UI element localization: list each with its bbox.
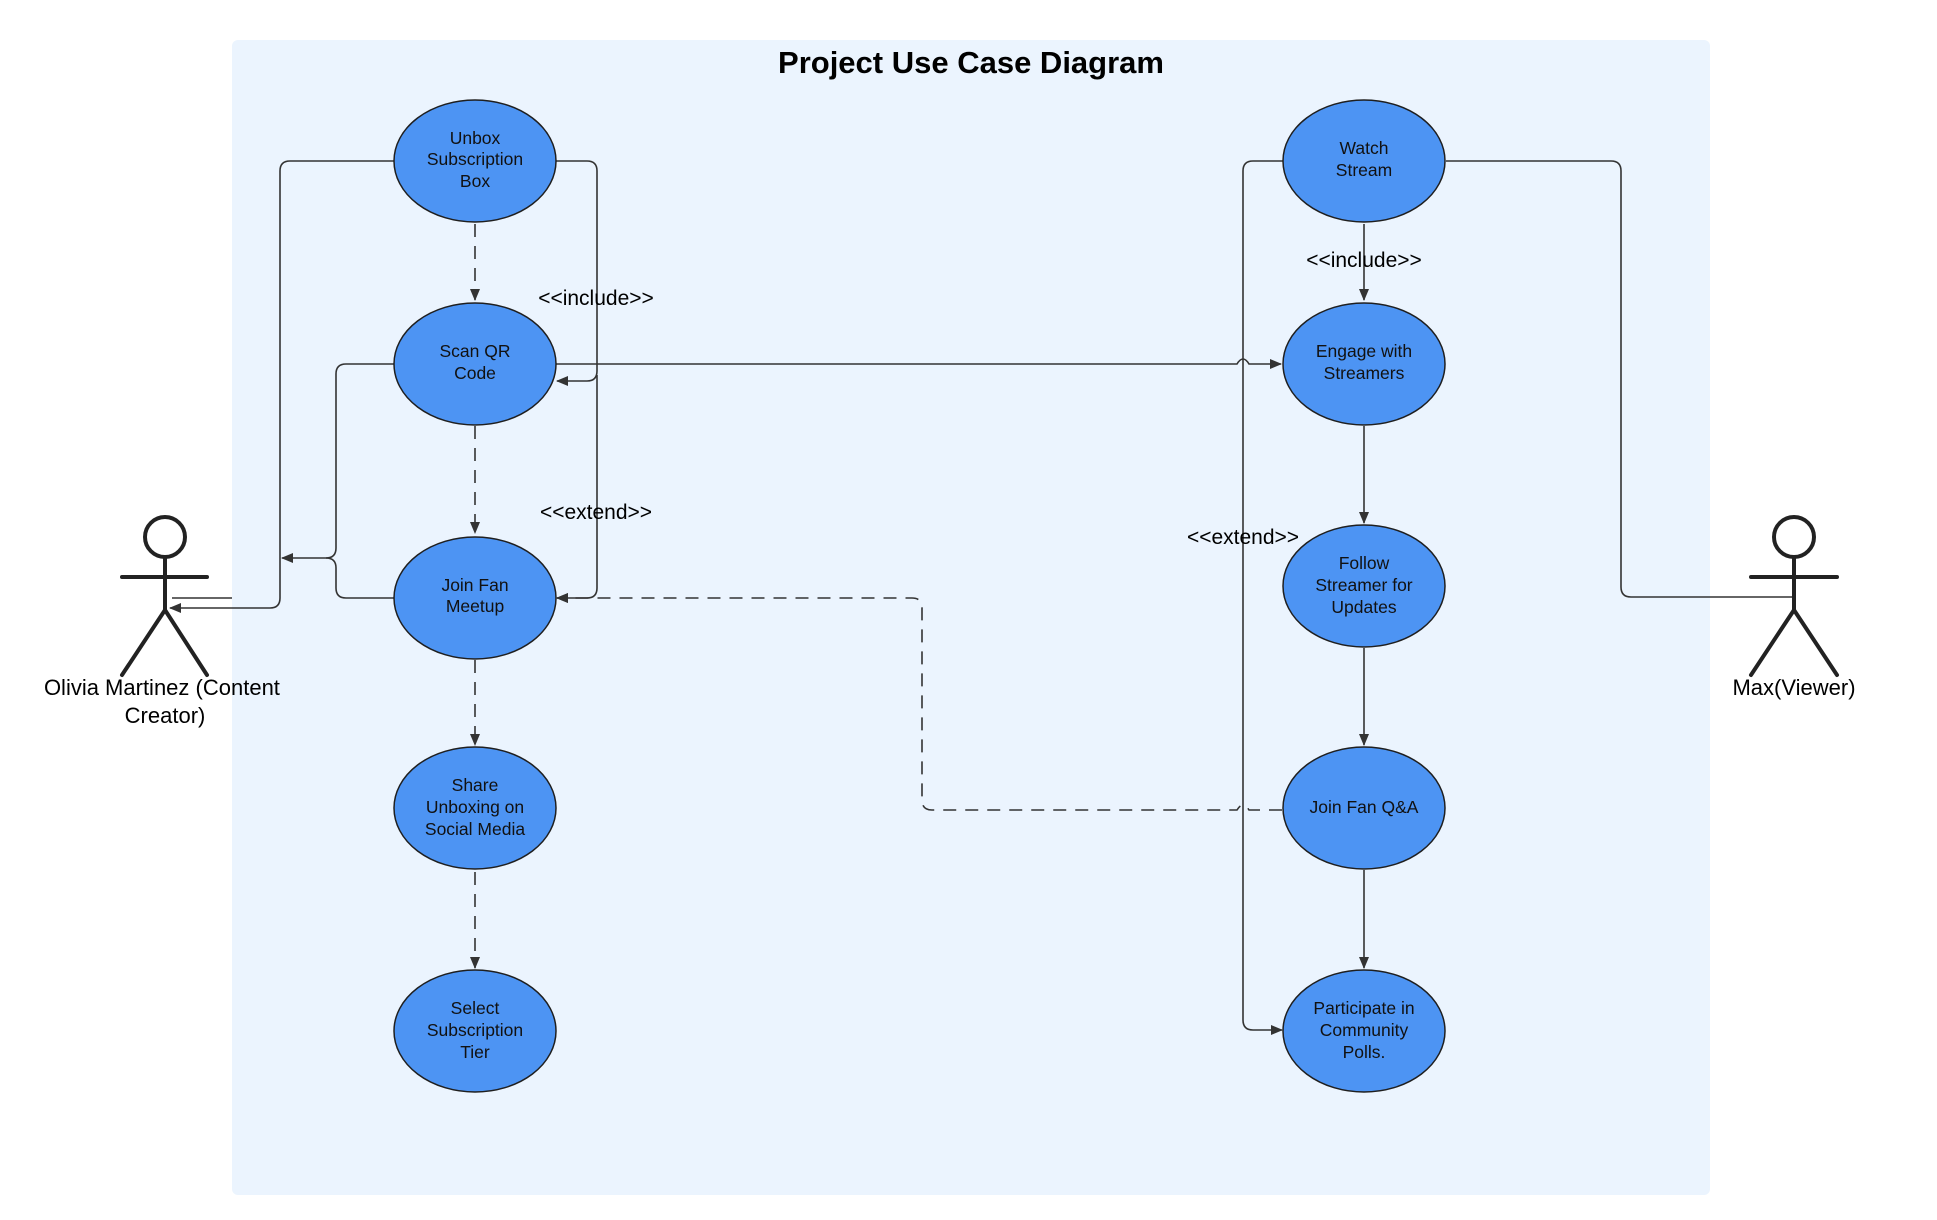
usecase-join-fan-qa[interactable]: Join Fan Q&A — [1282, 746, 1446, 870]
association-olivia-scan — [281, 363, 395, 563]
association-max-watch — [1446, 160, 1795, 598]
svg-text:Join Fan Q&A: Join Fan Q&A — [1310, 797, 1419, 817]
diagram-title: Project Use Case Diagram — [778, 45, 1164, 80]
extend-qa-meetup — [556, 593, 1282, 811]
extend-watch-polls — [1242, 160, 1283, 1035]
actor-max-icon[interactable] — [1749, 515, 1839, 677]
stereotype-extend-left: <<extend>> — [540, 501, 652, 524]
association-olivia-unbox — [169, 160, 395, 613]
actor-max-label: Max(Viewer) — [1732, 675, 1855, 700]
include-unbox-scan — [556, 160, 598, 386]
association-olivia-meetup — [325, 557, 395, 599]
actor-olivia-icon[interactable] — [120, 515, 209, 677]
actor-olivia-label: Olivia Martinez (Content Creator) — [44, 675, 286, 728]
stereotype-include-left: <<include>> — [538, 287, 654, 310]
stereotype-include-right: <<include>> — [1306, 249, 1422, 272]
stereotype-extend-right: <<extend>> — [1187, 526, 1299, 549]
connectors — [169, 160, 1795, 1035]
